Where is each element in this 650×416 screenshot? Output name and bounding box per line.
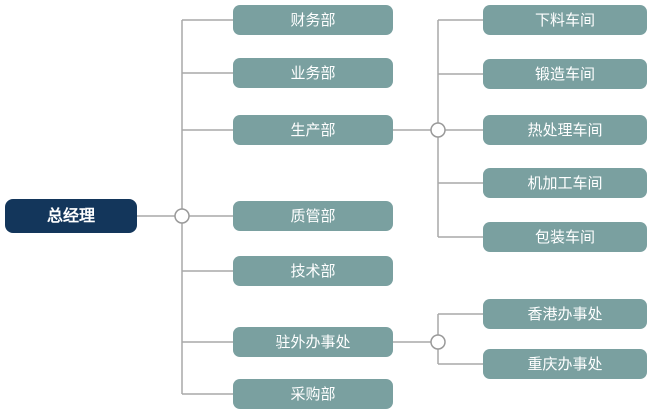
node-cutting-workshop: 下料车间 [483,5,647,35]
node-business-dept: 业务部 [233,58,393,88]
node-finance-dept: 财务部 [233,5,393,35]
node-production-dept: 生产部 [233,115,393,145]
node-hongkong-office: 香港办事处 [483,299,647,329]
node-machining-workshop: 机加工车间 [483,168,647,198]
node-purchasing-dept: 采购部 [233,379,393,409]
node-packaging-workshop: 包装车间 [483,222,647,252]
node-technology-dept: 技术部 [233,256,393,286]
junction-circle-root [174,208,190,224]
node-overseas-offices: 驻外办事处 [233,327,393,357]
node-chongqing-office: 重庆办事处 [483,349,647,379]
node-forging-workshop: 锻造车间 [483,59,647,89]
node-heat-treatment-workshop: 热处理车间 [483,115,647,145]
node-quality-dept: 质管部 [233,201,393,231]
junction-circle-offices [430,334,446,350]
connector-root-trunk [137,19,233,395]
junction-circle-production [430,122,446,138]
node-general-manager: 总经理 [5,199,137,233]
